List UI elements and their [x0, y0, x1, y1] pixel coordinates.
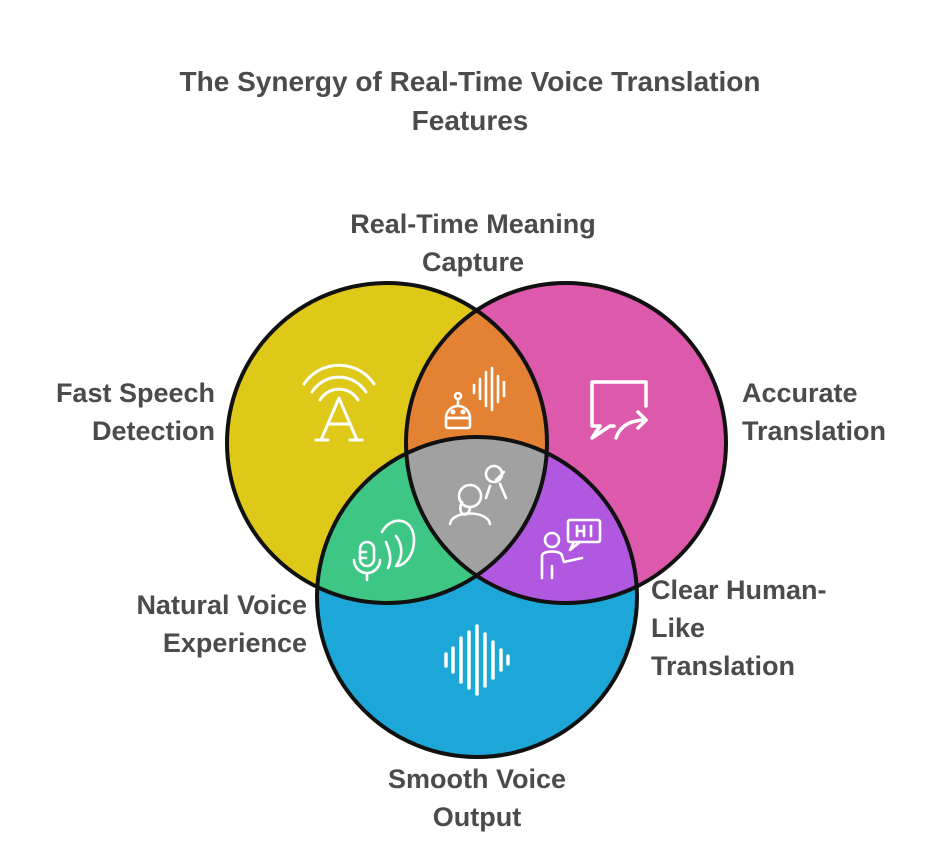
diagram-title: The Synergy of Real-Time Voice Translati…	[179, 66, 761, 136]
label-natural-voice-experience: Natural Voice Experience	[136, 590, 307, 658]
label-real-time-meaning-capture: Real-Time Meaning Capture	[350, 209, 596, 277]
label-smooth-voice-output: Smooth Voice Output	[387, 764, 567, 832]
people-icon	[448, 464, 508, 526]
sound-wave-icon	[444, 624, 510, 696]
label-fast-speech-detection: Fast Speech Detection	[55, 378, 215, 446]
presenter-hi-icon	[540, 518, 602, 580]
antenna-a-icon	[302, 363, 376, 442]
mic-face-icon	[352, 519, 416, 582]
robot-sound-icon	[444, 366, 506, 430]
label-accurate-translation: Accurate Translation	[742, 378, 887, 446]
chat-forward-icon	[590, 380, 648, 440]
label-clear-human-like-translation: Clear Human-Like Translation	[651, 575, 827, 681]
